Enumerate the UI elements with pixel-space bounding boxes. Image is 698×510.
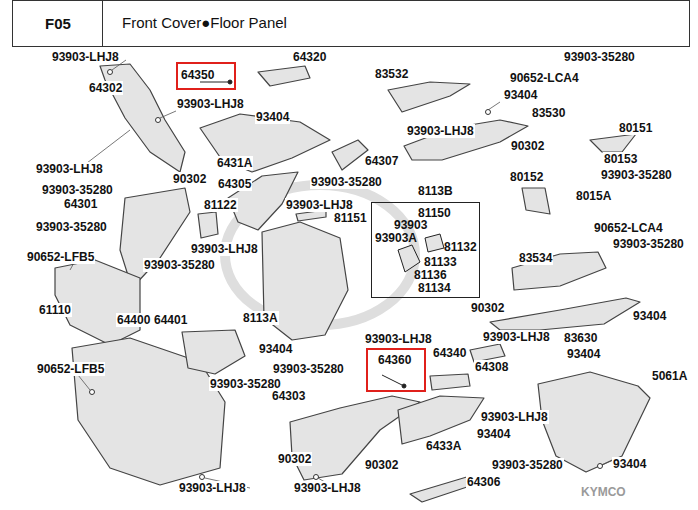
- part-number: 93903: [394, 218, 427, 232]
- header-frame: [13, 1, 690, 47]
- callout-number: 5061A: [651, 369, 688, 383]
- part-number: 81133: [424, 255, 457, 269]
- leader-lines: [70, 60, 612, 488]
- callout-number: 90652-LCA4: [593, 221, 664, 235]
- callout-number: 93404: [632, 309, 667, 323]
- part-number: 81132: [444, 240, 477, 254]
- part-number: 81136: [414, 268, 447, 282]
- part-number: 64350: [181, 68, 214, 82]
- callout-number: 90652-LFB5: [26, 250, 95, 264]
- callout-number: 80152: [509, 170, 544, 184]
- header-divider: [102, 1, 103, 47]
- group-box: 8113B811509390393903A8113281133811368113…: [371, 202, 480, 298]
- screw-symbols: [90, 70, 603, 480]
- page-title: Front Cover●Floor Panel: [122, 14, 287, 32]
- part-number: 93903A: [375, 231, 417, 245]
- callout-number: 83534: [518, 251, 553, 265]
- callout-number: 93903-LHJ8: [176, 97, 245, 111]
- callout-number: 93903-LHJ8: [406, 124, 475, 138]
- callout-number: 81122: [203, 198, 238, 212]
- callout-number: 93903-LHJ8: [190, 242, 259, 256]
- callout-number: 93903-LHJ8: [482, 330, 551, 344]
- callout-number: 80151: [618, 121, 653, 135]
- callout-number: 93903-35280: [41, 183, 114, 197]
- part-number: 64360: [378, 353, 411, 367]
- callout-number: 64306: [466, 475, 501, 489]
- callout-number: 90302: [277, 452, 312, 466]
- callout-number: 90302: [470, 301, 505, 315]
- callout-number: 93404: [566, 347, 601, 361]
- callout-number: 93903-35280: [143, 258, 216, 272]
- callout-number: 8015A: [575, 189, 612, 203]
- callout-number: 93404: [612, 457, 647, 471]
- callout-number: 6433A: [425, 439, 462, 453]
- callout-number: 64340: [432, 346, 467, 360]
- callout-number: 93903-LHJ8: [364, 332, 433, 346]
- callout-number: 90302: [172, 172, 207, 186]
- callout-number: 64400: [116, 313, 151, 327]
- highlight-box: 64350: [176, 62, 236, 90]
- callout-number: 90302: [364, 458, 399, 472]
- callout-number: 93903-LHJ8: [178, 481, 247, 495]
- callout-number: 93903-35280: [272, 362, 345, 376]
- part-number: 81150: [418, 206, 451, 220]
- callout-number: 93903-35280: [310, 175, 383, 189]
- part-shapes: [55, 64, 650, 502]
- watermark: KYMCO: [580, 485, 627, 499]
- callout-number: 93903-LHJ8: [35, 162, 104, 176]
- callout-number: 93903-LHJ8: [285, 198, 354, 212]
- callout-number: 8113A: [242, 311, 279, 325]
- callout-number: 90302: [510, 139, 545, 153]
- callout-number: 93404: [255, 110, 290, 124]
- callout-number: 64308: [474, 360, 509, 374]
- callout-number: 93404: [258, 342, 293, 356]
- callout-number: 64302: [88, 81, 123, 95]
- callout-number: 90652-LCA4: [509, 71, 580, 85]
- callout-number: 93903-35280: [600, 168, 673, 182]
- callout-number: 93903-LHJ8: [293, 481, 362, 495]
- callout-number: 90652-LFB5: [36, 362, 105, 376]
- callout-number: 93903-LHJ8: [480, 410, 549, 424]
- callout-number: 64307: [364, 154, 399, 168]
- callout-number: 64401: [153, 313, 188, 327]
- section-code-cell: F05: [12, 0, 103, 47]
- callout-number: 80153: [603, 152, 638, 166]
- callout-number: 93903-35280: [35, 220, 108, 234]
- callout-number: 64305: [217, 177, 252, 191]
- callout-number: 6431A: [216, 156, 253, 170]
- highlight-box: 64360: [366, 348, 426, 392]
- callout-number: 83630: [563, 331, 598, 345]
- callout-number: 93903-35280: [491, 458, 564, 472]
- callout-number: 93404: [476, 427, 511, 441]
- callout-number: 93903-35280: [563, 50, 636, 64]
- callout-number: 61110: [38, 303, 72, 317]
- callout-number: 64303: [271, 389, 306, 403]
- part-number: 8113B: [418, 184, 453, 198]
- callout-number: 93404: [503, 88, 538, 102]
- callout-number: 93903-LHJ8: [51, 50, 120, 64]
- callout-number: 64320: [292, 50, 327, 64]
- part-number: F05: [45, 17, 71, 31]
- part-number: 81134: [418, 281, 451, 295]
- callout-number: 83532: [374, 67, 409, 81]
- callout-number: 83530: [531, 106, 566, 120]
- callout-number: 64301: [63, 197, 98, 211]
- callout-number: 93903-35280: [612, 237, 685, 251]
- callout-number: 81151: [333, 211, 368, 225]
